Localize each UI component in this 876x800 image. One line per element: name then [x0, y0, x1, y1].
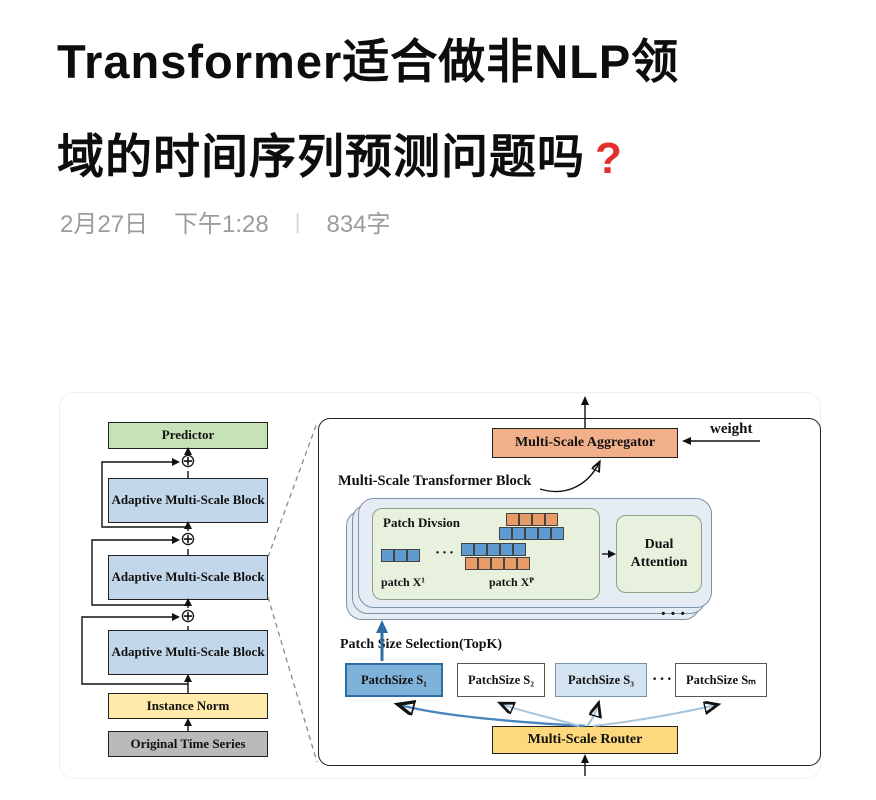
original-time-series-box: Original Time Series [108, 731, 268, 757]
patch-division-label: Patch Divsion [383, 515, 460, 530]
patch-division-box: Patch Divsion ··· patch X¹ patch Xᴾ [372, 508, 600, 600]
predictor-box: Predictor [108, 422, 268, 449]
page-title-line2: 域的时间序列预测问题吗? [57, 109, 837, 206]
red-question-mark-icon: ? [595, 134, 623, 183]
adaptive-multiscale-block-3: Adaptive Multi-Scale Block [108, 630, 268, 675]
patch-grid-orange-row-2 [465, 557, 530, 570]
note-date: 2月27日 [60, 211, 149, 238]
patch-xp-label: patch Xᴾ [489, 575, 534, 589]
architecture-diagram: Predictor Adaptive Multi-Scale Block Ada… [60, 393, 821, 778]
dual-attention-box: Dual Attention [616, 515, 702, 593]
patch-grid-blue-row-small [381, 549, 420, 562]
plus-circle-icon: ⊕ [180, 529, 196, 550]
adaptive-multiscale-block-1: Adaptive Multi-Scale Block [108, 478, 268, 523]
multi-scale-router-box: Multi-Scale Router [492, 726, 678, 754]
plus-circle-icon: ⊕ [180, 451, 196, 472]
meta-separator: | [294, 208, 301, 234]
note-header: Transformer适合做非NLP领 域的时间序列预测问题吗? [57, 14, 837, 206]
page-title-line2-text: 域的时间序列预测问题吗 [57, 130, 585, 183]
patch-ellipsis: ··· [435, 545, 457, 561]
note-time: 下午1:28 [174, 211, 269, 238]
patch-size-selection-label: Patch Size Selection(TopK) [340, 637, 503, 652]
patchsize-s3-box: PatchSize S₃ [555, 663, 647, 697]
patch-grid-blue-row-2 [461, 543, 526, 556]
weight-label: weight [710, 421, 753, 437]
patchsize-sm-box: PatchSize Sₘ [675, 663, 767, 697]
multi-scale-aggregator-box: Multi-Scale Aggregator [492, 428, 678, 458]
transformer-detail-panel [318, 418, 821, 766]
patchsize-ellipsis: ··· [652, 671, 675, 688]
stack-ellipsis: ··· [660, 603, 690, 625]
patchsize-s2-box: PatchSize S₂ [457, 663, 545, 697]
note-word-count: 834字 [326, 211, 391, 238]
patch-grid-orange-row [506, 513, 558, 526]
plus-circle-icon: ⊕ [180, 606, 196, 627]
page-title-line1: Transformer适合做非NLP领 [57, 35, 680, 88]
instance-norm-box: Instance Norm [108, 693, 268, 719]
patch-x1-label: patch X¹ [381, 575, 425, 589]
note-meta: 2月27日 下午1:28 | 834字 [60, 204, 391, 239]
patch-grid-blue-row [499, 527, 564, 540]
adaptive-multiscale-block-2: Adaptive Multi-Scale Block [108, 555, 268, 600]
patchsize-s1-box: PatchSize S₁ [345, 663, 443, 697]
multi-scale-transformer-block-label: Multi-Scale Transformer Block [338, 473, 532, 489]
